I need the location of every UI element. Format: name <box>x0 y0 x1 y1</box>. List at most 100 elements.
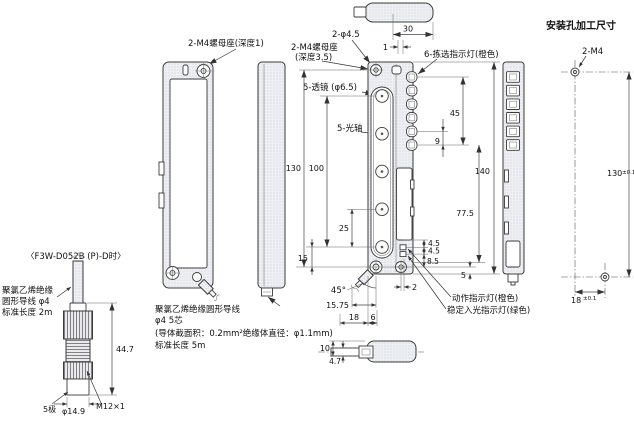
side-slot <box>504 221 509 235</box>
dim-8-5: 8.5 <box>427 257 439 266</box>
dim-15: 15 <box>298 254 308 263</box>
nut-seat-main-label-1: 2-M4螺母座 <box>291 42 338 53</box>
indicator-bump <box>406 139 418 151</box>
cable-gland <box>192 272 202 282</box>
wire-label-2: 圆形导线 φ4 <box>2 296 50 307</box>
dim-1-group: 1 <box>383 40 411 54</box>
dim-18-tol-sup: ±0.1 <box>583 296 596 302</box>
dim-77-5: 77.5 <box>456 209 474 218</box>
dim-4-7: 4.7 <box>329 357 341 366</box>
optical-axis-label: 5-光轴 <box>337 123 362 134</box>
dim-15-75: 15.75 <box>326 301 349 310</box>
lens <box>375 126 389 141</box>
top-slot <box>182 64 189 76</box>
cable-note: 聚氯乙烯绝缘圆形导线 φ4 5芯 (导体截面积：0.2mm²绝缘体直径：φ1.1… <box>155 304 333 351</box>
side-view <box>257 61 286 307</box>
connector-view: 〈F3W-D052B (P)-D时〉 44.7 φ14.9 5极 M12×1 聚… <box>2 251 134 416</box>
top-view-nub <box>353 6 367 18</box>
lens <box>375 164 389 179</box>
front-view <box>158 61 220 301</box>
side-slot <box>504 169 509 183</box>
dim-9: 9 <box>435 137 440 146</box>
nut-seat-top-text: 2-M4螺母座(深度1) <box>188 38 264 49</box>
dim-25: 25 <box>339 224 349 233</box>
indicator-bump <box>406 125 418 138</box>
side-view-body <box>257 61 286 289</box>
leader-line <box>208 48 237 65</box>
indicator-window <box>506 112 520 124</box>
dim-10: 10 <box>320 344 330 353</box>
dim-130-tol: 130 <box>607 169 622 178</box>
operation-led <box>399 244 407 251</box>
indicator-window <box>506 139 520 151</box>
mounting-title: 安装孔加工尺寸 <box>546 19 616 32</box>
nut-seat-main-label-2: (深度3.5) <box>295 52 332 63</box>
dim-1: 1 <box>383 43 388 52</box>
dim-44-7: 44.7 <box>116 345 134 354</box>
wire-label-3: 标准长度 2m <box>2 307 52 318</box>
side-slot <box>504 195 509 209</box>
thread-label: M12×1 <box>96 402 125 411</box>
pins-label: 5极 <box>43 404 56 414</box>
main-front-view <box>350 61 418 292</box>
dim-4-5a: 4.5 <box>428 239 440 248</box>
top-view: 30 <box>353 2 434 40</box>
angle-arc <box>361 281 377 289</box>
bottom-view-body <box>366 340 417 363</box>
wire-label-1: 聚氯乙烯绝缘 <box>2 285 54 296</box>
left-dimensions: 130 100 25 15 45° <box>286 69 476 296</box>
connector-tip <box>66 378 90 396</box>
front-view-window <box>169 78 208 269</box>
top-window <box>391 65 402 75</box>
dim-140: 140 <box>475 167 490 176</box>
leader-line <box>267 296 281 307</box>
cable <box>72 260 84 304</box>
bottom-view: 10 4.7 <box>318 340 424 366</box>
dim-130-tol-sup: ±0.1 <box>622 170 634 176</box>
operation-indicator-label: 动作指示灯(橙色) <box>452 293 518 304</box>
lens <box>375 89 389 103</box>
connector-title: 〈F3W-D052B (P)-D时〉 <box>26 251 126 262</box>
dim-30: 30 <box>403 25 413 34</box>
dim-2: 2 <box>412 283 417 292</box>
cable-stub <box>197 278 220 301</box>
stable-indicator-label: 稳定入光指示灯(绿色) <box>447 305 530 316</box>
indicator-window <box>506 98 520 110</box>
right-dimensions: 9 45 77.5 140 4.5 4.5 8.5 5 <box>403 61 500 280</box>
indicator-window <box>506 71 520 83</box>
dim-18: 18 <box>349 313 359 322</box>
right-side-view <box>502 61 525 286</box>
dim-4-5b: 4.5 <box>428 247 440 256</box>
dim-18-tol: 18 <box>571 296 581 305</box>
side-tab <box>158 192 165 209</box>
thread-section <box>65 338 91 363</box>
dim-phi14-9: φ14.9 <box>62 407 85 416</box>
side-tab <box>158 161 165 176</box>
dim-5: 5 <box>461 271 466 280</box>
lens <box>375 240 389 254</box>
main-cable-stub <box>350 269 374 292</box>
indicator-window <box>506 84 520 97</box>
dim-6: 6 <box>370 313 375 322</box>
top-view-body <box>364 2 434 23</box>
indicator-bump <box>406 71 418 83</box>
indicator-window <box>506 125 520 138</box>
dim-45: 45 <box>450 109 460 118</box>
cable-note-2: φ4 5芯 <box>155 315 183 326</box>
stable-led <box>399 251 407 258</box>
dim-100: 100 <box>309 164 324 173</box>
bottom-nub <box>507 273 519 283</box>
dim-130: 130 <box>286 164 301 173</box>
cable-note-4: 标准长度 5m <box>155 340 205 351</box>
bottom-dimensions: 2 15.75 18 6 <box>326 259 417 326</box>
main-view-labels: 2-φ4.5 2-M4螺母座 (深度3.5) 5-透镜 (φ6.5) 5-光轴 … <box>291 30 499 136</box>
switch-panel <box>396 167 413 241</box>
cable-note-3: (导体截面积：0.2mm²绝缘体直径：φ1.1mm) <box>155 328 333 339</box>
dim-45deg: 45° <box>331 286 346 296</box>
holes-label: 2-φ4.5 <box>332 30 360 40</box>
indicator-bump <box>406 84 418 97</box>
knurled-barrel <box>63 310 93 340</box>
bottom-panel <box>505 240 521 268</box>
